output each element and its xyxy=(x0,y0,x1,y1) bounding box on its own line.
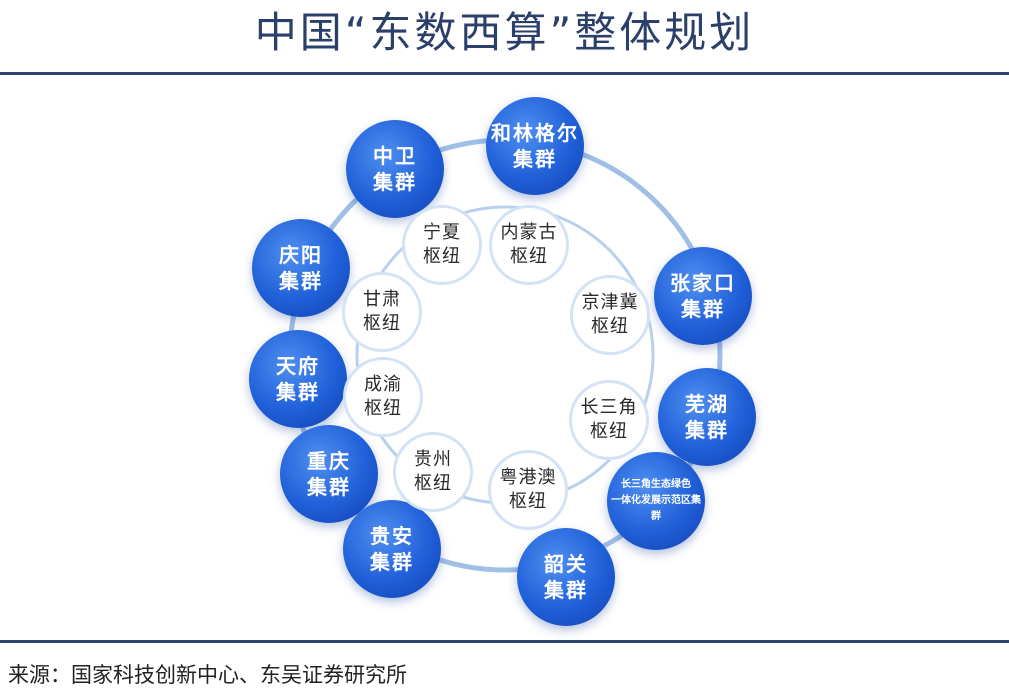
cluster-qingyang: 庆阳 集群 xyxy=(252,219,350,317)
cluster-guian: 贵安 集群 xyxy=(343,500,441,598)
cluster-suffix: 集群 xyxy=(513,147,557,171)
cluster-suffix: 集群 xyxy=(681,297,725,321)
cluster-suffix: 集群 xyxy=(373,170,417,194)
hub-neimenggu: 内蒙古 枢纽 xyxy=(489,205,569,285)
cluster-zhongwei: 中卫 集群 xyxy=(346,120,444,218)
hub-suffix: 枢纽 xyxy=(363,313,401,334)
hub-suffix: 枢纽 xyxy=(591,316,629,337)
hub-name: 甘肃 xyxy=(363,289,401,310)
cluster-helinger: 和林格尔 集群 xyxy=(486,97,584,195)
cluster-wuhu: 芜湖 集群 xyxy=(658,368,756,466)
cluster-suffix: 集群 xyxy=(544,578,588,602)
cluster-name: 张家口 xyxy=(670,271,736,295)
hub-jingjinji: 京津冀 枢纽 xyxy=(570,275,650,355)
hub-guizhou: 贵州 枢纽 xyxy=(393,432,473,512)
hub-name: 成渝 xyxy=(364,374,402,395)
cluster-suffix: 集群 xyxy=(276,380,320,404)
cluster-name: 贵安 xyxy=(370,524,414,548)
page-title: 中国“东数西算”整体规划 xyxy=(254,8,755,57)
cluster-suffix: 集群 xyxy=(307,475,351,499)
hub-suffix: 枢纽 xyxy=(364,398,402,419)
hub-name: 宁夏 xyxy=(423,222,461,243)
hub-suffix: 枢纽 xyxy=(423,246,461,267)
hub-name: 内蒙古 xyxy=(500,222,558,243)
cluster-name: 中卫 xyxy=(373,144,417,168)
cluster-name: 天府 xyxy=(276,354,320,378)
hub-changsanjiao: 长三角 枢纽 xyxy=(569,380,649,460)
title-divider xyxy=(0,72,1009,75)
cluster-suffix: 集群 xyxy=(279,269,323,293)
cluster-name: 和林格尔 xyxy=(491,121,579,145)
hub-name: 粤港澳 xyxy=(499,467,557,488)
hub-suffix: 枢纽 xyxy=(510,246,548,267)
cluster-zhangjiakou: 张家口 集群 xyxy=(654,247,752,345)
hub-ningxia: 宁夏 枢纽 xyxy=(402,205,482,285)
hub-yuegangao: 粤港澳 枢纽 xyxy=(488,450,568,530)
hub-suffix: 枢纽 xyxy=(414,473,452,494)
source-note: 来源：国家科技创新中心、东吴证券研究所 xyxy=(8,663,407,687)
hub-name: 长三角 xyxy=(580,397,638,418)
cluster-name: 芜湖 xyxy=(685,392,729,416)
hub-name: 贵州 xyxy=(414,449,452,470)
cluster-yangtze-delta-demo-zone: 长三角生态绿色 一体化发展示范区集群 xyxy=(607,452,705,550)
cluster-tianfu: 天府 集群 xyxy=(249,330,347,428)
cluster-chongqing: 重庆 集群 xyxy=(280,425,378,523)
cluster-suffix: 集群 xyxy=(370,550,414,574)
cluster-suffix: 集群 xyxy=(685,418,729,442)
hub-name: 京津冀 xyxy=(581,292,639,313)
hub-suffix: 枢纽 xyxy=(509,491,547,512)
cluster-suffix: 一体化发展示范区集群 xyxy=(611,495,701,522)
hub-suffix: 枢纽 xyxy=(590,421,628,442)
cluster-name: 庆阳 xyxy=(279,243,323,267)
cluster-shaoguan: 韶关 集群 xyxy=(517,528,615,626)
hub-chengyu: 成渝 枢纽 xyxy=(343,357,423,437)
footer-divider xyxy=(0,640,1009,643)
cluster-name: 长三角生态绿色 xyxy=(621,479,691,490)
hub-gansu: 甘肃 枢纽 xyxy=(342,272,422,352)
cluster-name: 韶关 xyxy=(544,552,588,576)
cluster-name: 重庆 xyxy=(307,449,351,473)
